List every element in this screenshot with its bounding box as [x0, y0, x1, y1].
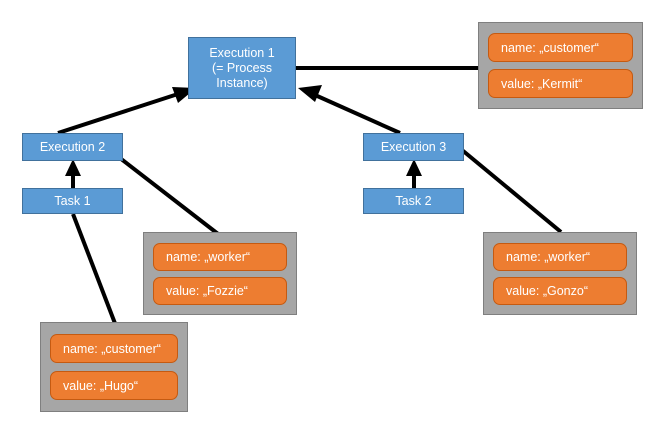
variable-group-customer-kermit: name: „customer“ value: „Kermit“: [478, 22, 643, 109]
edge-execution2-to-vars-worker-fozzie: [114, 153, 224, 239]
variable-name-pill[interactable]: name: „customer“: [50, 334, 178, 363]
variable-value-pill[interactable]: value: „Gonzo“: [493, 276, 627, 305]
variable-group-worker-fozzie: name: „worker“ value: „Fozzie“: [143, 232, 297, 315]
node-execution3-label: Execution 3: [380, 139, 447, 154]
edge-execution3-to-vars-worker-gonzo: [460, 148, 563, 234]
node-task2-label: Task 2: [395, 193, 432, 208]
variable-group-worker-gonzo: name: „worker“ value: „Gonzo“: [483, 232, 637, 315]
edge-execution3-to-execution1: [298, 85, 401, 135]
edge-task2-to-execution3: [406, 159, 422, 188]
node-task2[interactable]: Task 2: [363, 188, 464, 214]
variable-name-pill[interactable]: name: „worker“: [153, 242, 287, 271]
variable-group-customer-hugo: name: „customer“ value: „Hugo“: [40, 322, 188, 412]
node-task1-label: Task 1: [54, 193, 91, 208]
variable-value-pill[interactable]: value: „Fozzie“: [153, 276, 287, 305]
variable-value-pill[interactable]: value: „Hugo“: [50, 371, 178, 400]
variable-name-pill[interactable]: name: „customer“: [488, 33, 633, 62]
variable-value-pill[interactable]: value: „Kermit“: [488, 69, 633, 98]
node-execution1-line3: Instance): [216, 75, 268, 90]
edge-task1-to-execution2: [65, 159, 81, 188]
node-execution2[interactable]: Execution 2: [22, 133, 123, 161]
node-execution1-line2: (= Process: [211, 60, 273, 75]
variable-name-pill[interactable]: name: „worker“: [493, 242, 627, 271]
node-execution1[interactable]: Execution 1 (= Process Instance): [188, 37, 296, 99]
node-execution3[interactable]: Execution 3: [363, 133, 464, 161]
edge-task1-to-vars-customer-hugo: [71, 213, 118, 327]
node-execution1-line1: Execution 1: [209, 45, 275, 60]
node-task1[interactable]: Task 1: [22, 188, 123, 214]
edge-execution2-to-execution1: [57, 87, 196, 135]
node-execution2-label: Execution 2: [39, 139, 106, 154]
